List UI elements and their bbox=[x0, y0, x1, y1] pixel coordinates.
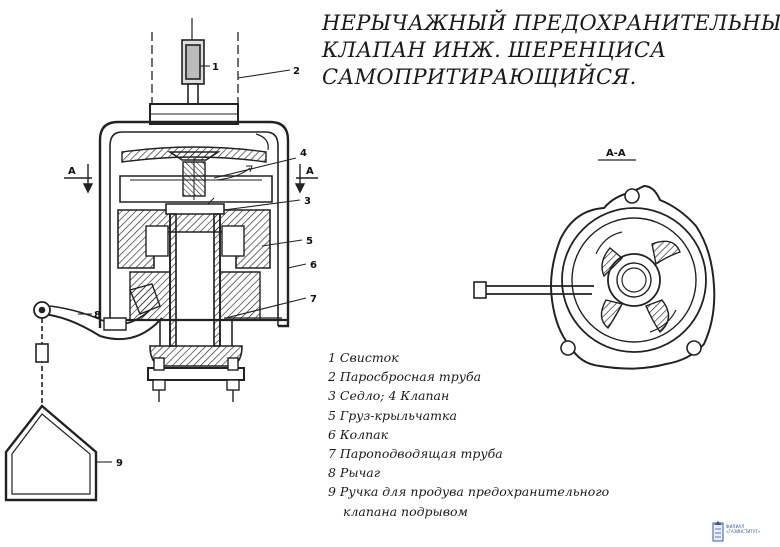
logo-line-2: «ГАЗИНСТИТУТ» bbox=[726, 529, 761, 534]
legend-item: клапана подрывом bbox=[343, 503, 468, 519]
handle bbox=[4, 318, 98, 502]
section-marker-left bbox=[64, 164, 94, 194]
callout-9: 9 bbox=[116, 458, 123, 469]
cap bbox=[98, 120, 290, 328]
main-section-view bbox=[4, 18, 290, 502]
parts-legend: 1 Свисток 2 Паросбросная труба 3 Седло; … bbox=[328, 348, 658, 521]
logo-text: ФИЛИАЛ «ГАЗИНСТИТУТ» bbox=[726, 524, 760, 534]
callout-numbers: 1 2 4 3 5 6 7 8 9 А А bbox=[68, 62, 317, 469]
title-line-2: КЛАПАН ИНЖ. ШЕРЕНЦИСА bbox=[322, 38, 667, 62]
legend-item: 5 Груз-крыльчатка bbox=[328, 407, 457, 423]
section-label-left: А bbox=[68, 166, 76, 177]
bottom-flange bbox=[147, 367, 245, 381]
legend-item: 9 Ручка для продува предохранительного bbox=[328, 484, 610, 500]
callout-6: 6 bbox=[310, 260, 317, 271]
title-line-3: САМОПРИТИРАЮЩИЙСЯ. bbox=[322, 65, 637, 89]
section-marker-right bbox=[294, 164, 318, 194]
legend-item: 8 Рычаг bbox=[328, 465, 381, 481]
section-view-label: А-А bbox=[606, 148, 626, 159]
legend-item: 2 Паросбросная труба bbox=[328, 369, 482, 385]
logo-line-1: ФИЛИАЛ bbox=[726, 524, 745, 529]
callout-5: 5 bbox=[306, 236, 313, 247]
lever bbox=[33, 283, 163, 340]
leader-lines bbox=[78, 65, 307, 463]
seat bbox=[165, 203, 225, 215]
callout-8: 8 bbox=[94, 310, 101, 321]
callout-7: 7 bbox=[310, 294, 317, 305]
section-view-aa: А-А bbox=[473, 148, 716, 370]
legend-item: 3 Седло; 4 Клапан bbox=[328, 388, 450, 404]
whistle bbox=[181, 18, 205, 105]
callout-1: 1 bbox=[212, 62, 219, 73]
page-title: НЕРЫЧАЖНЫЙ ПРЕДОХРАНИТЕЛЬНЫЙ КЛАПАН ИНЖ.… bbox=[322, 10, 780, 91]
institute-logo bbox=[712, 521, 724, 542]
callout-4: 4 bbox=[300, 148, 307, 159]
legend-item: 6 Колпак bbox=[328, 426, 389, 442]
callout-2: 2 bbox=[293, 66, 300, 77]
title-line-1: НЕРЫЧАЖНЫЙ ПРЕДОХРАНИТЕЛЬНЫЙ bbox=[322, 11, 780, 35]
legend-item: 1 Свисток bbox=[328, 350, 399, 365]
steam-inlet-pipe bbox=[169, 214, 221, 346]
section-label-right: А bbox=[306, 166, 314, 177]
callout-3: 3 bbox=[304, 196, 311, 207]
legend-item: 7 Пароподводящая труба bbox=[328, 446, 503, 462]
